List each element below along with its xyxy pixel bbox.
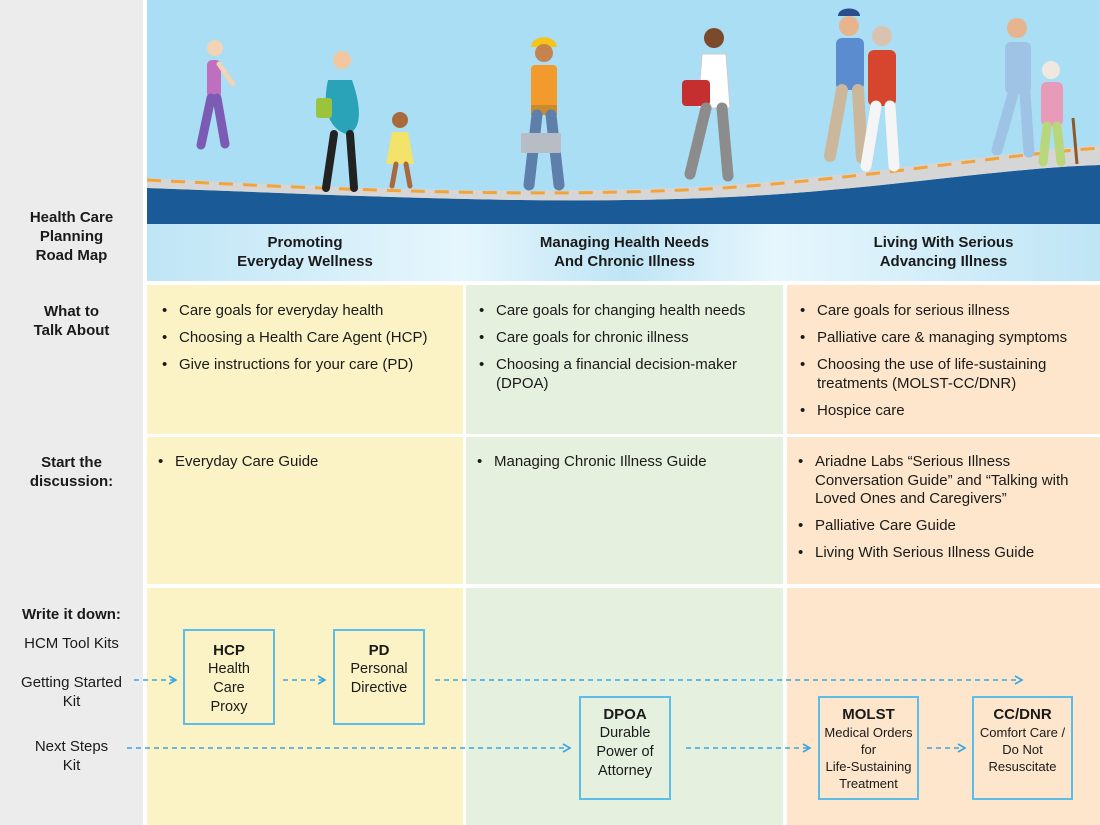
phase-band [147,224,1100,281]
ccdnr-full-name: Comfort Care / Do Not Resuscitate [979,725,1066,774]
write-it-down-cell-chronic [466,588,783,825]
dpoa-full-name: Durable Power of Attorney [596,725,654,779]
hcp-box: HCP Health Care Proxy [183,629,275,725]
ccdnr-abbr: CC/DNR [993,706,1052,723]
phase-title-chronic: Managing Health Needs And Chronic Illnes… [539,234,710,270]
list-item: Choosing the use of life-sustaining trea… [797,356,1097,393]
talk-about-list-serious: Care goals for serious illness Palliativ… [797,302,1097,429]
road [147,145,1100,201]
start-discussion-list-wellness: Everyday Care Guide [155,453,455,480]
molst-abbr: MOLST [842,706,895,723]
pd-full-name: Personal Directive [350,661,408,696]
dpoa-abbr: DPOA [603,706,647,723]
start-discussion-cell-wellness: Everyday Care Guide [147,437,463,584]
road-markings [147,146,1100,195]
start-discussion-list-chronic: Managing Chronic Illness Guide [474,453,779,480]
talk-about-list-wellness: Care goals for everyday health Choosing … [159,302,459,383]
hcp-abbr: HCP [213,642,245,659]
start-discussion-cell-chronic: Managing Chronic Illness Guide [466,437,783,584]
next-steps-kit-label: Next Steps Kit [34,738,109,774]
pregnant-woman-icon [316,51,359,192]
dpoa-box: DPOA Durable Power of Attorney [579,696,671,800]
list-item: Care goals for chronic illness [476,329,781,348]
road-map-illustration [147,0,1100,281]
list-item: Everyday Care Guide [155,453,455,472]
write-it-down-cell-serious [787,588,1100,825]
left-label-column [0,0,143,825]
child-icon [386,112,414,189]
start-discussion-list-serious: Ariadne Labs “Serious Illness Conversati… [795,453,1085,571]
ccdnr-box: CC/DNR Comfort Care / Do Not Resuscitate [972,696,1073,800]
person-walking-icon [196,40,236,150]
list-item: Managing Chronic Illness Guide [474,453,779,472]
talk-about-cell-wellness: Care goals for everyday health Choosing … [147,285,463,434]
hcp-full-name: Health Care Proxy [208,661,250,715]
worker-icon [521,37,565,191]
write-it-down-cell-wellness [147,588,463,825]
road-map-illustration-svg [147,0,1100,281]
list-item: Choosing a Health Care Agent (HCP) [159,329,459,348]
list-item: Give instructions for your care (PD) [159,356,459,375]
hcm-tool-kits-label: HCM Tool Kits [24,635,119,652]
list-item: Ariadne Labs “Serious Illness Conversati… [795,453,1085,509]
start-discussion-cell-serious: Ariadne Labs “Serious Illness Conversati… [787,437,1100,584]
talk-about-cell-serious: Care goals for serious illness Palliativ… [787,285,1100,434]
phase-title-wellness: Promoting Everyday Wellness [237,234,373,270]
molst-full-name: Medical Orders for Life-Sustaining Treat… [824,725,913,791]
what-to-talk-label: What to Talk About [33,303,110,339]
getting-started-kit-label: Getting Started Kit [21,674,122,710]
molst-box: MOLST Medical Orders for Life-Sustaining… [818,696,919,800]
woman-with-bag-icon [682,28,734,182]
list-item: Palliative care & managing symptoms [797,329,1097,348]
roadmap-title: Health Care Planning Road Map [29,209,114,264]
start-discussion-label: Start the discussion: [29,454,114,490]
write-it-down-label: Write it down: [22,606,121,623]
list-item: Choosing a financial decision-maker (DPO… [476,356,781,393]
pd-abbr: PD [368,642,390,659]
caregiver-and-elder-icon [991,18,1079,167]
talk-about-list-chronic: Care goals for changing health needs Car… [476,302,781,402]
older-couple-icon [824,8,900,172]
phase-title-serious: Living With Serious Advancing Illness [873,234,1014,270]
list-item: Care goals for changing health needs [476,302,781,321]
ground [147,165,1100,230]
list-item: Living With Serious Illness Guide [795,544,1085,563]
list-item: Care goals for everyday health [159,302,459,321]
list-item: Hospice care [797,402,1097,421]
list-item: Care goals for serious illness [797,302,1097,321]
pd-box: PD Personal Directive [333,629,425,725]
talk-about-cell-chronic: Care goals for changing health needs Car… [466,285,783,434]
list-item: Palliative Care Guide [795,517,1085,536]
